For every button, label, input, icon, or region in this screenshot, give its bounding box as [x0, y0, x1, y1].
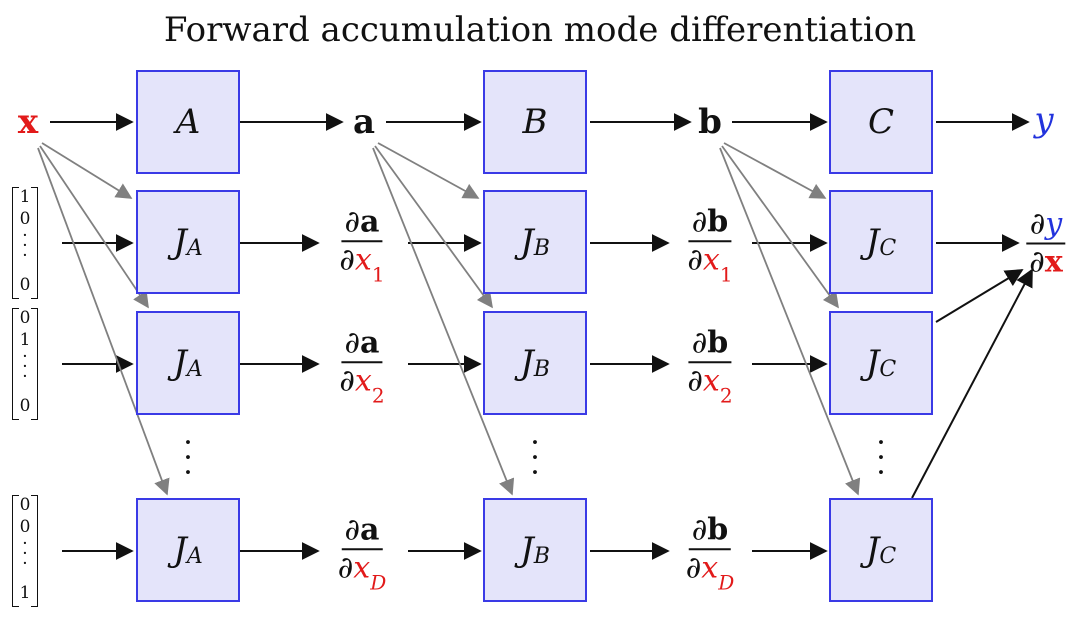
- node-a: a: [352, 102, 376, 142]
- gray-arrow-b-JC2: [721, 145, 839, 309]
- vdots-col-B: ···: [530, 425, 540, 491]
- fraction-da-dx2: ∂a ∂x2: [339, 325, 385, 407]
- gray-arrow-b-JC1: [723, 142, 827, 199]
- fraction-dy-dx-output: ∂y ∂x: [1026, 208, 1066, 278]
- function-box-B: B: [483, 70, 587, 174]
- vdots-col-A: ···: [183, 425, 193, 491]
- fraction-da-dxD: ∂a ∂xD: [337, 512, 387, 594]
- gray-arrow-a-JBD: [372, 147, 515, 496]
- gray-arrow-b-JCD: [719, 147, 861, 496]
- function-box-C: C: [829, 70, 933, 174]
- fraction-db-dxD: ∂b ∂xD: [685, 512, 735, 594]
- diagram-title: Forward accumulation mode differentiatio…: [163, 10, 917, 50]
- vdots-col-C: ···: [876, 425, 886, 491]
- seed-vector-e2: 0 1 ··· 0: [12, 308, 38, 420]
- gray-arrow-x-JAD: [37, 147, 170, 496]
- function-box-A: A: [136, 70, 240, 174]
- gray-arrow-a-JB2: [374, 145, 493, 309]
- arrow-JC2-to-out: [935, 269, 1024, 323]
- seed-vector-e1: 1 0 ··· 0: [12, 187, 38, 299]
- fraction-db-dx1: ∂b ∂x1: [687, 204, 733, 286]
- gray-arrow-x-JA1: [41, 142, 133, 199]
- seed-vector-eD: 0 0 ··· 1: [12, 495, 38, 607]
- fraction-da-dx1: ∂a ∂x1: [339, 204, 385, 286]
- node-b: b: [698, 102, 722, 142]
- node-y: y: [1034, 100, 1054, 140]
- fraction-db-dx2: ∂b ∂x2: [687, 325, 733, 407]
- arrow-JCD-to-out: [911, 268, 1033, 499]
- node-x: x: [17, 102, 39, 142]
- gray-arrow-a-JB1: [377, 142, 480, 199]
- gray-arrow-x-JA2: [39, 145, 149, 309]
